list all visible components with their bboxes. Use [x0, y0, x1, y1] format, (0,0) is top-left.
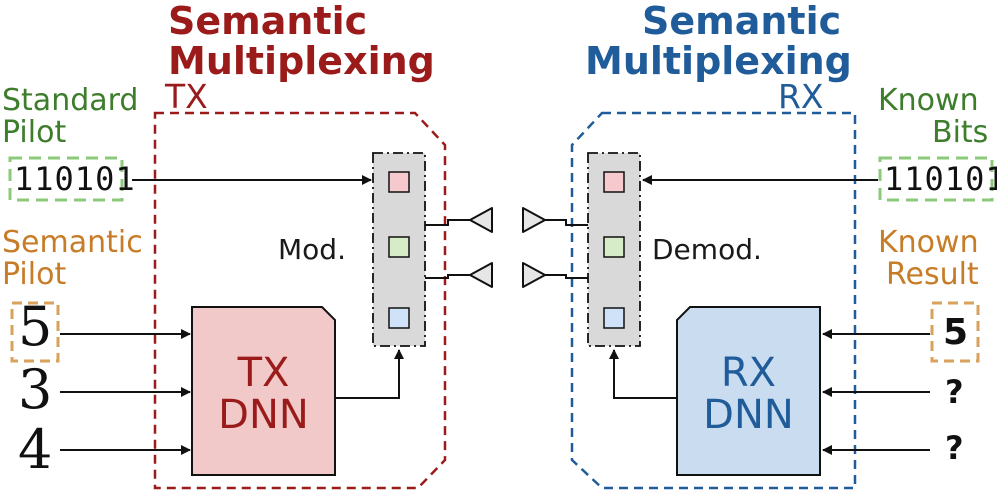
rx-boundary: [570, 111, 857, 490]
standard-pilot-label-1: Standard: [2, 83, 139, 118]
input-digit-3: 3: [18, 358, 53, 421]
tx-dnn-label-2: DNN: [218, 392, 309, 438]
rx-antennas: [522, 207, 588, 288]
semantic-pilot-label-1: Semantic: [2, 225, 143, 260]
mod-symbol-red: [388, 171, 410, 193]
tx-title-line2: Multiplexing: [168, 39, 435, 83]
rx-title-line2: Multiplexing: [585, 39, 852, 83]
tx-title-line1: Semantic: [168, 0, 368, 43]
standard-pilot-box: [8, 156, 124, 202]
input-digit-4: 4: [18, 418, 53, 481]
demod-symbol-blue: [603, 307, 625, 329]
standard-pilot-bits: 110101: [14, 160, 136, 198]
modulator-label: Mod.: [278, 233, 346, 266]
semantic-pilot-box: [10, 301, 60, 363]
rx-dnn-label-1: RX: [720, 350, 777, 396]
known-result-label-1: Known: [878, 225, 979, 260]
tx-antennas: [425, 207, 493, 288]
tx-label: TX: [165, 77, 208, 116]
tx-boundary: [153, 111, 447, 490]
semantic-pilot-label-2: Pilot: [2, 257, 67, 292]
known-bits-box: [878, 156, 994, 202]
demod-symbol-red: [603, 171, 625, 193]
known-bits-value: 110101: [884, 160, 997, 198]
tx-arrows: [60, 175, 404, 455]
standard-pilot-label-2: Pilot: [2, 115, 67, 150]
output-known-5: 5: [943, 312, 969, 353]
tx-dnn-label-1: TX: [237, 350, 290, 396]
input-digit-5: 5: [18, 295, 53, 358]
known-bits-label-1: Known: [878, 83, 979, 118]
known-result-label-2: Result: [886, 257, 979, 292]
known-result-box: [930, 301, 980, 363]
known-bits-label-2: Bits: [932, 115, 989, 150]
mod-symbol-green: [388, 236, 410, 258]
output-unknown-1: ?: [945, 373, 964, 411]
rx-arrows: [609, 175, 930, 455]
rx-dnn-label-2: DNN: [703, 392, 794, 438]
output-unknown-2: ?: [945, 429, 964, 467]
rx-dnn-block: [676, 306, 821, 476]
rx-title-line1: Semantic: [642, 0, 842, 43]
demodulator-label: Demod.: [652, 233, 762, 266]
demod-symbol-green: [603, 236, 625, 258]
rx-label: RX: [778, 77, 824, 116]
mod-symbol-blue: [388, 307, 410, 329]
